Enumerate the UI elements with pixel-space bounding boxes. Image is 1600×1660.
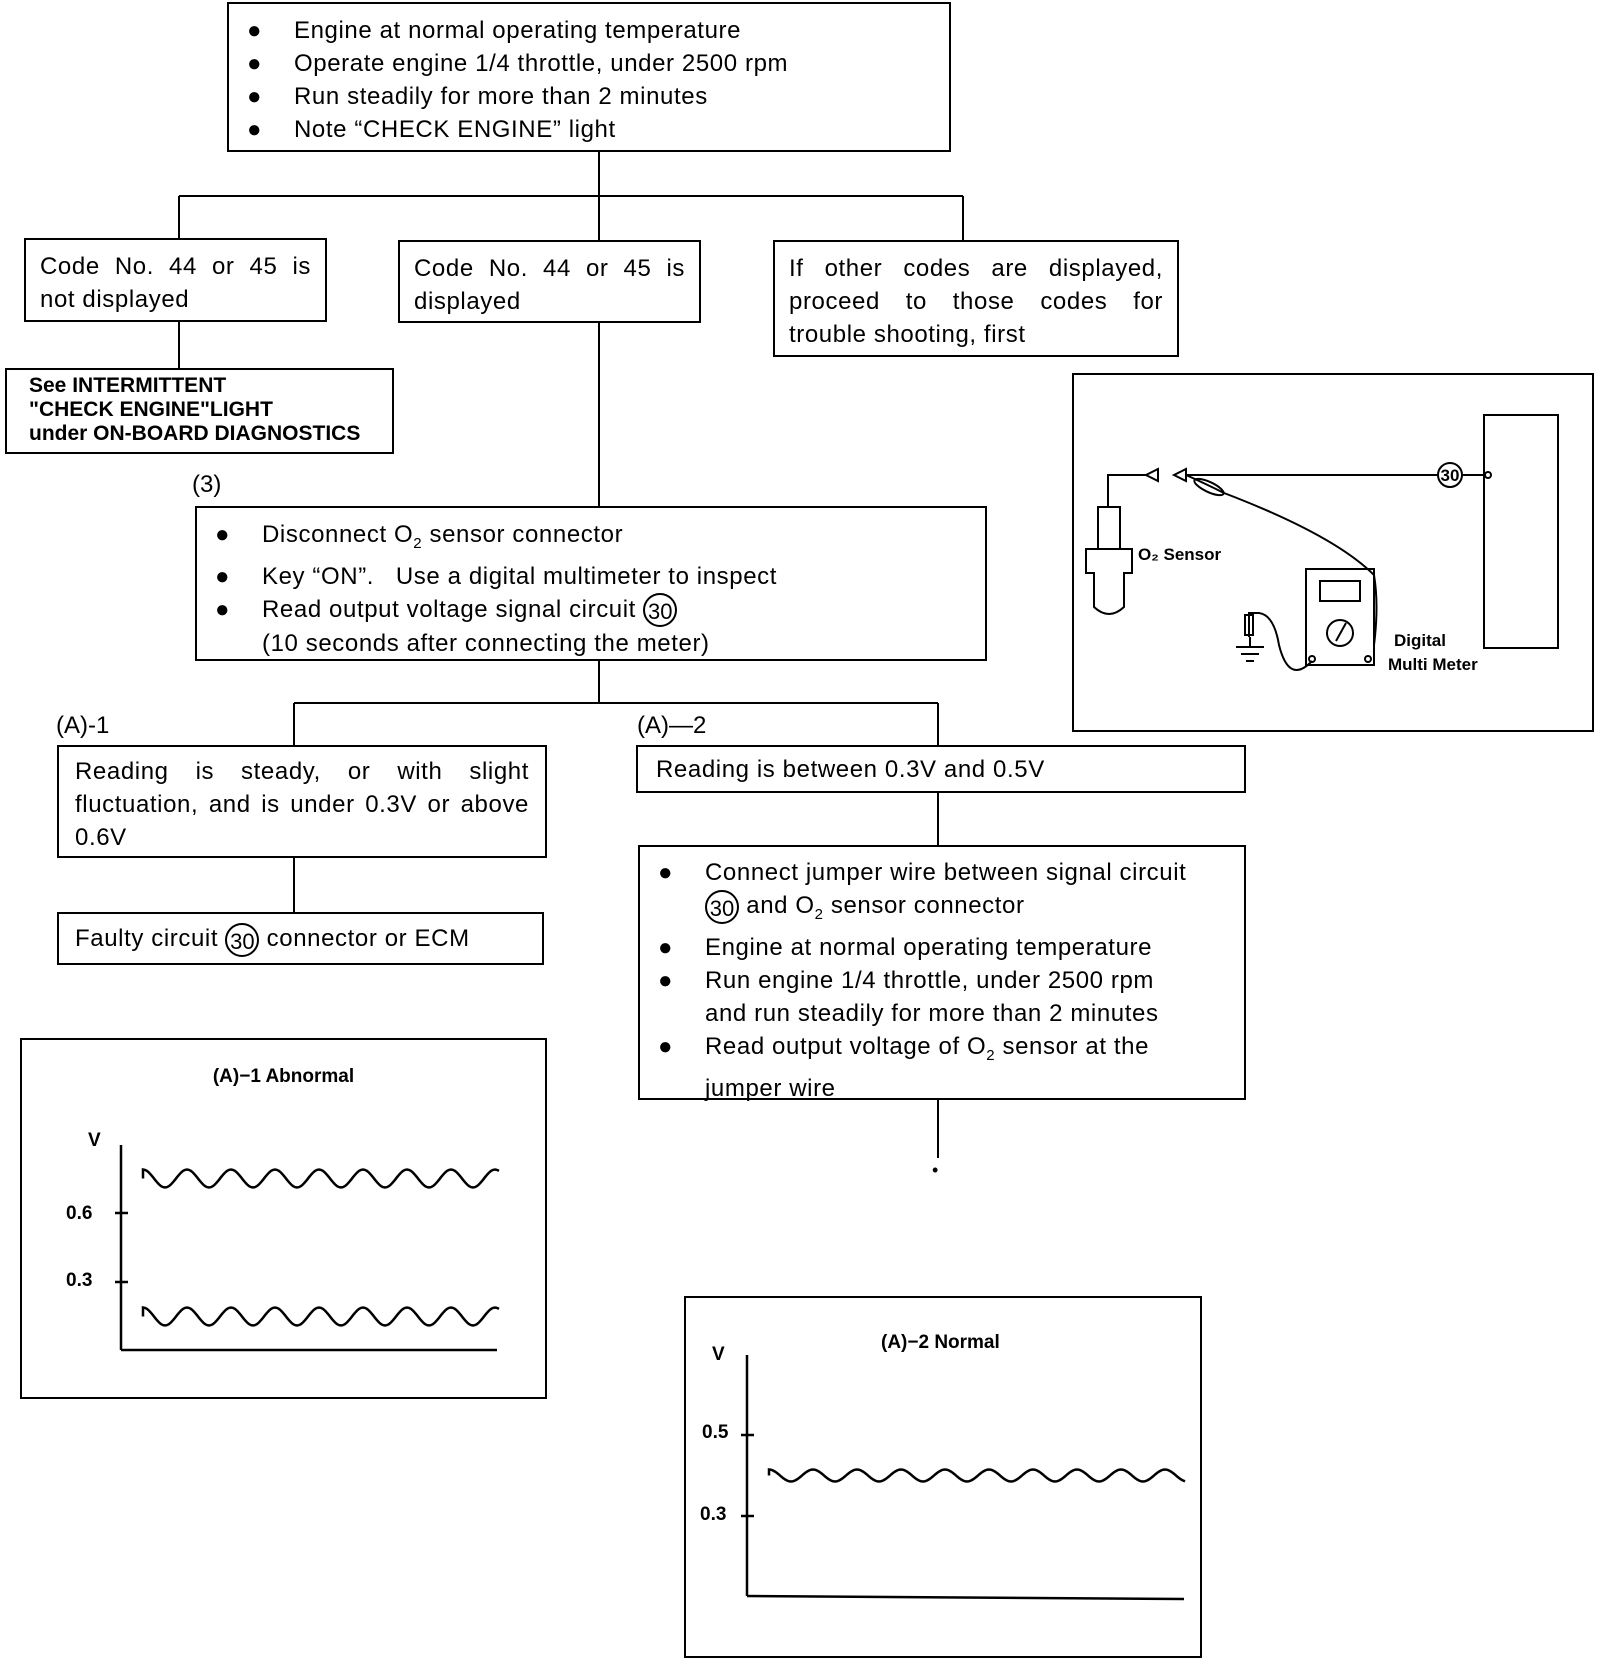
bullet-icon: ● (658, 966, 674, 994)
multimeter-label-2: Multi Meter (1388, 655, 1478, 674)
a2-bullet-4-cont: jumper wire (705, 1074, 836, 1102)
circuit-30-badge: 30 (1437, 462, 1463, 488)
chart-a1-ytick-0: 0.6 (66, 1203, 93, 1224)
faulty-circuit-box: Faulty circuit 30 connector or ECM (57, 912, 544, 965)
start-bullet-1: ●Engine at normal operating temperature (229, 14, 949, 47)
chart-a2-ytick-0: 0.5 (702, 1422, 729, 1443)
a2-bullet-1: ●Connect jumper wire between signal circ… (640, 856, 1230, 889)
bullet-icon: ● (215, 562, 231, 590)
a2-bullet-2: ●Engine at normal operating temperature (640, 931, 1230, 964)
bullet-icon: ● (658, 933, 674, 961)
a2-procedure-box: ●Connect jumper wire between signal circ… (638, 845, 1246, 1102)
wiring-diagram: 30 O₂ Sensor Digital Multi Meter (1072, 373, 1594, 732)
digital-multimeter (1305, 568, 1375, 666)
chart-a2-series (767, 1468, 1186, 1483)
bullet-icon: ● (215, 521, 231, 548)
chart-a1-ylabel: V (88, 1130, 101, 1151)
step3-bullet-1: ●Disconnect O2 sensor connector (197, 518, 985, 560)
a1-label: (A)-1 (56, 712, 110, 739)
start-bullet-2: ●Operate engine 1/4 throttle, under 2500… (229, 47, 949, 80)
chart-a2-plot (741, 1355, 1186, 1601)
step3-bullet-3: ●Read output voltage signal circuit 30 (197, 593, 985, 628)
a2-reading-box: Reading is between 0.3V and 0.5V (636, 745, 1246, 793)
chart-a2-ylabel: V (712, 1344, 725, 1365)
chart-a2-normal: (A)−2 Normal V 0.5 0.3 (684, 1296, 1202, 1658)
bullet-icon: ● (247, 116, 263, 143)
step3-bullet-2: ●Key “ON”. Use a digital multimeter to i… (197, 560, 985, 593)
o2-sensor (1097, 506, 1121, 550)
see-intermittent-box: See INTERMITTENT "CHECK ENGINE"LIGHT und… (5, 368, 394, 454)
chart-a1-plot (115, 1145, 500, 1352)
o2-sensor-label: O₂ Sensor (1138, 545, 1222, 564)
continues-marker: • (932, 1160, 939, 1180)
start-bullet-4: ●Note “CHECK ENGINE” light (229, 113, 949, 146)
a2-bullet-3-cont: and run steadily for more than 2 minutes (705, 999, 1159, 1027)
chart-a1-series-upper (141, 1167, 500, 1189)
a2-bullet-1-cont: 30 and O2 sensor connector (640, 889, 1230, 931)
chart-a2-x-axis (746, 1594, 1185, 1601)
start-conditions-box: ●Engine at normal operating temperature … (227, 2, 951, 152)
circuit-30-badge: 30 (705, 889, 739, 924)
a2-label: (A)—2 (637, 712, 707, 739)
step3-bullet-3-cont: (10 seconds after connecting the meter) (262, 630, 710, 658)
chart-a1-ytick-1: 0.3 (66, 1270, 93, 1291)
code-not-displayed-box: Code No. 44 or 45 is not displayed (24, 238, 327, 322)
chart-a2-ytick-1: 0.3 (700, 1504, 727, 1525)
start-bullet-3: ●Run steadily for more than 2 minutes (229, 80, 949, 113)
chart-a1-series-lower (141, 1305, 500, 1327)
a2-bullet-3: ●Run engine 1/4 throttle, under 2500 rpm (640, 964, 1230, 997)
bullet-icon: ● (658, 859, 674, 886)
circuit-30-badge: 30 (225, 922, 260, 957)
bullet-icon: ● (247, 50, 263, 77)
wiring-diagram-drawing (1085, 414, 1559, 671)
code-displayed-box: Code No. 44 or 45 is displayed (398, 240, 701, 323)
step-3-box: ●Disconnect O2 sensor connector ●Key “ON… (195, 506, 987, 661)
bullet-icon: ● (247, 17, 263, 44)
step-3-label: (3) (192, 471, 222, 498)
a1-reading-box: Reading is steady, or with slight fluctu… (57, 745, 547, 858)
chart-a1-title: (A)−1 Abnormal (212, 1066, 355, 1087)
other-codes-box: If other codes are displayed, proceed to… (773, 240, 1179, 357)
bullet-icon: ● (215, 595, 231, 623)
bullet-icon: ● (247, 83, 263, 110)
ecm-unit (1483, 414, 1559, 649)
chart-a1-abnormal: (A)−1 Abnormal V 0.6 0.3 (20, 1038, 547, 1399)
a2-bullet-4: ●Read output voltage of O2 sensor at the (640, 1030, 1230, 1072)
bullet-icon: ● (658, 1032, 674, 1060)
circuit-30-badge: 30 (643, 593, 678, 628)
chart-a2-title: (A)−2 Normal (881, 1332, 1000, 1353)
multimeter-label-1: Digital (1394, 631, 1446, 650)
